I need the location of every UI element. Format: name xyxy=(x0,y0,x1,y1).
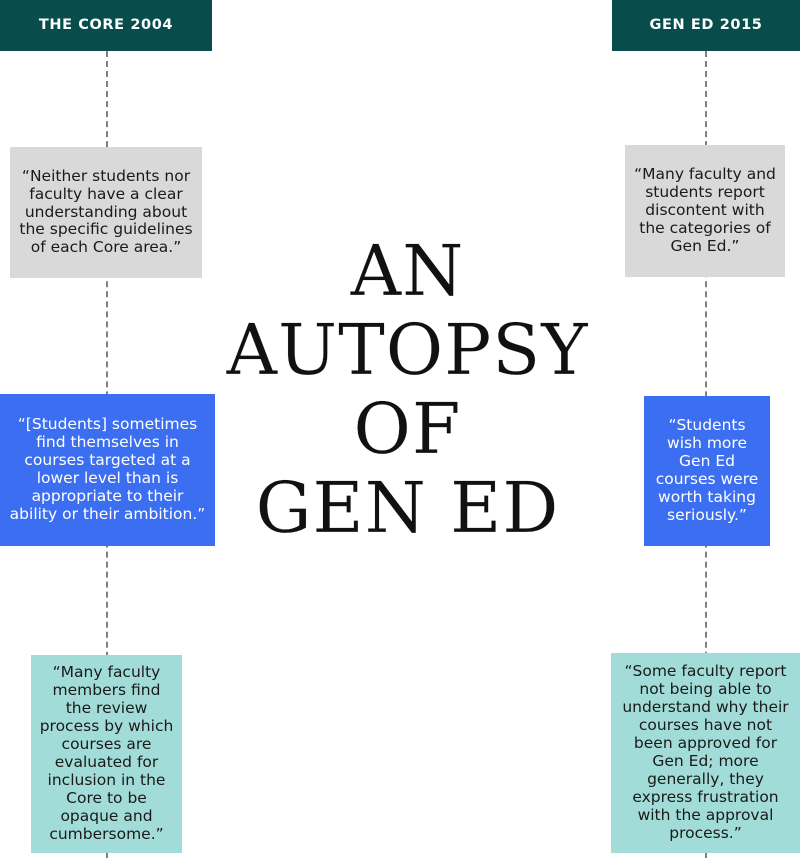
quote-box-gened-1: “Many faculty and students report discon… xyxy=(625,145,785,277)
column-header-label: GEN ED 2015 xyxy=(649,17,763,34)
quote-text: “Some faculty report not being able to u… xyxy=(622,662,789,842)
quote-box-core-2: “[Students] sometimes find themselves in… xyxy=(0,394,215,546)
page-title-line-3: OF xyxy=(353,388,462,471)
quote-box-gened-2: “Students wish more Gen Ed courses were … xyxy=(644,396,770,546)
quote-text: “[Students] sometimes find themselves in… xyxy=(9,415,206,523)
column-header-gen-ed-2015: GEN ED 2015 xyxy=(612,0,800,51)
page-title-line-2: AUTOPSY xyxy=(226,309,589,392)
page-title-line-4: GEN ED xyxy=(255,467,560,550)
quote-box-core-3: “Many faculty members find the review pr… xyxy=(31,655,182,853)
page-title-line-1: AN xyxy=(350,230,465,312)
column-header-label: THE CORE 2004 xyxy=(38,17,174,34)
quote-text: “Many faculty members find the review pr… xyxy=(39,663,174,843)
quote-text: “Neither students nor faculty have a cle… xyxy=(19,166,193,257)
quote-box-core-1: “Neither students nor faculty have a cle… xyxy=(10,147,202,278)
page-title: AN AUTOPSY OF GEN ED xyxy=(215,230,600,550)
quote-box-gened-3: “Some faculty report not being able to u… xyxy=(611,653,800,853)
quote-text: “Students wish more Gen Ed courses were … xyxy=(655,416,759,524)
column-header-core-2004: THE CORE 2004 xyxy=(0,0,212,51)
quote-text: “Many faculty and students report discon… xyxy=(634,165,776,255)
